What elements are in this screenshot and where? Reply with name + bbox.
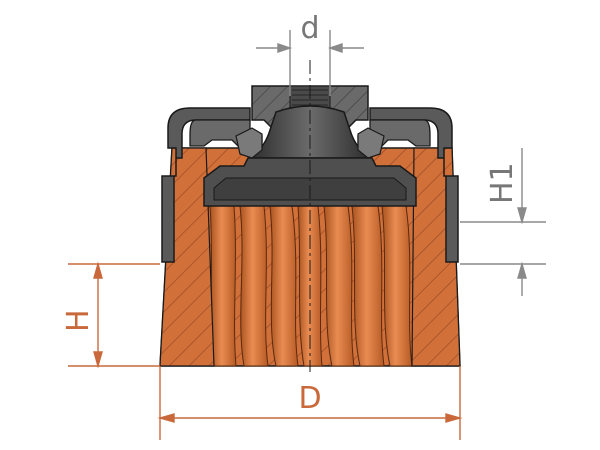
label-h1: H1: [485, 162, 520, 204]
shoulder-left: [235, 127, 263, 159]
cup-shell: [161, 107, 251, 263]
label-h: H: [61, 309, 96, 332]
label-d: d: [300, 11, 319, 46]
dimension-h1: [460, 148, 546, 296]
bristle-strands: [209, 205, 413, 367]
dimension-d: [256, 30, 364, 96]
shoulder-right: [357, 127, 385, 159]
label-big-d: D: [298, 381, 321, 416]
cup-shell-right: [369, 107, 459, 263]
metal-cap: [161, 85, 459, 263]
dimension-h: [68, 261, 160, 369]
dimension-big-d: [157, 366, 463, 440]
